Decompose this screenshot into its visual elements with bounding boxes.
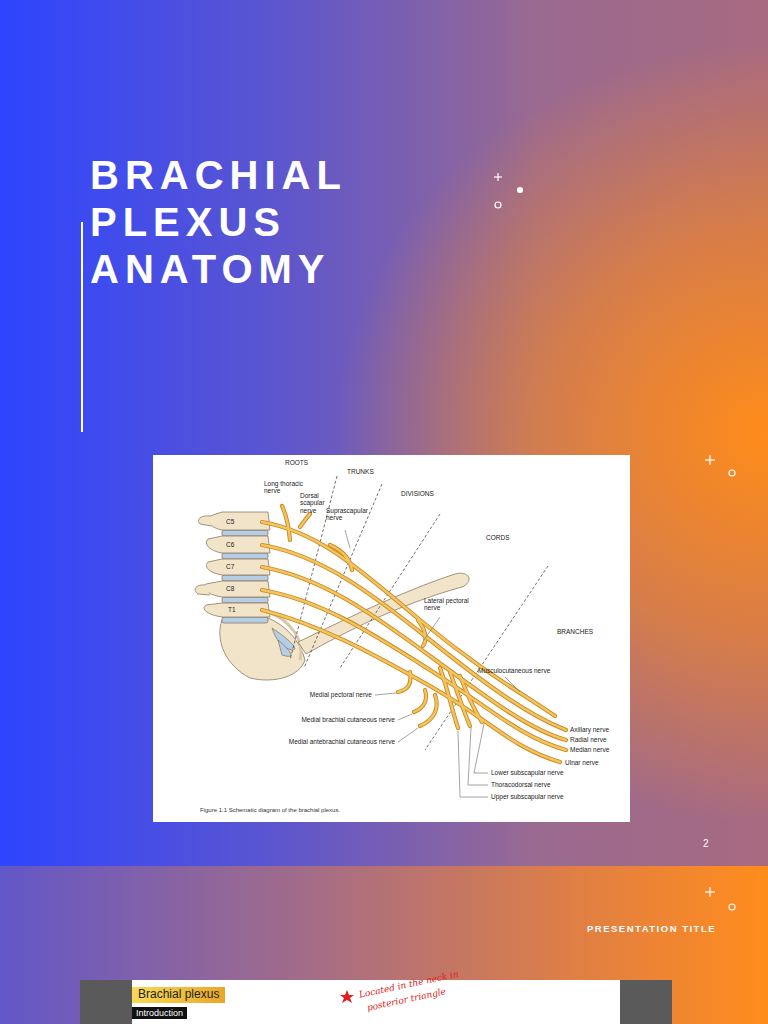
section-label: DIVISIONS bbox=[401, 490, 434, 497]
slide-title: BRACHIAL PLEXUS ANATOMY bbox=[90, 152, 390, 293]
slide-decoration bbox=[518, 188, 523, 193]
nerve-path bbox=[262, 567, 566, 740]
nerve-path bbox=[300, 514, 310, 527]
leader-line bbox=[375, 693, 396, 695]
nerve-label: Lower subscapular nerve bbox=[491, 769, 564, 776]
nerve-label: Medial pectoral nerve bbox=[258, 691, 372, 698]
slide-decoration bbox=[497, 173, 498, 181]
nerve-path bbox=[460, 676, 482, 722]
nerve-path bbox=[440, 668, 458, 728]
photo-panel bbox=[620, 980, 672, 1024]
nerve-path bbox=[262, 506, 566, 762]
vertebral-column bbox=[198, 516, 212, 526]
photo-panel bbox=[80, 980, 132, 1024]
subheading-tag: Introduction bbox=[132, 1007, 187, 1019]
vertebra-label: C5 bbox=[226, 518, 234, 525]
nerve-label: Medial antebrachial cutaneous nerve bbox=[240, 738, 395, 745]
nerve-path bbox=[262, 590, 566, 750]
nerve-path bbox=[262, 545, 566, 730]
nerve-path bbox=[414, 690, 426, 712]
slide-decoration bbox=[729, 470, 735, 476]
nerve-path bbox=[450, 672, 470, 726]
leader-line bbox=[458, 731, 488, 797]
vertebral-column bbox=[222, 575, 268, 581]
footer-title: PRESENTATION TITLE bbox=[587, 924, 716, 935]
nerve-path bbox=[262, 522, 555, 716]
page-number: 2 bbox=[703, 838, 709, 850]
leader-line bbox=[398, 714, 412, 720]
nerve-label: Dorsal scapular nerve bbox=[300, 492, 330, 514]
leader-line bbox=[345, 530, 350, 548]
nerve-label: Medial brachial cutaneous nerve bbox=[250, 716, 395, 723]
nerve-label: Axillary nerve bbox=[570, 726, 609, 733]
vertebra-label: T1 bbox=[228, 606, 236, 613]
slide-decoration bbox=[495, 202, 501, 208]
nerve-path bbox=[262, 506, 566, 762]
nerve-label: Median nerve bbox=[570, 746, 609, 753]
leader-line bbox=[345, 530, 520, 797]
leader-line bbox=[505, 677, 520, 692]
section-label: CORDS bbox=[486, 534, 509, 541]
nerve-path bbox=[262, 506, 566, 762]
figure-caption: Figure 1.1 Schematic diagram of the brac… bbox=[200, 807, 340, 813]
slide-decoration bbox=[729, 904, 735, 910]
nerve-path bbox=[262, 567, 566, 740]
nerve-path bbox=[282, 506, 290, 540]
nerve-label: Ulnar nerve bbox=[565, 759, 599, 766]
vertebral-column bbox=[222, 530, 268, 536]
nerve-label: Upper subscapular nerve bbox=[491, 793, 564, 800]
vertebral-column bbox=[204, 581, 270, 597]
nerve-path bbox=[398, 672, 411, 692]
nerve-path bbox=[262, 522, 555, 716]
slide-decoration bbox=[81, 222, 83, 432]
nerve-path bbox=[414, 690, 426, 712]
vertebra-label: C6 bbox=[226, 541, 234, 548]
vertebral-column bbox=[222, 617, 268, 623]
section-label: TRUNKS bbox=[347, 468, 374, 475]
vertebral-column bbox=[195, 585, 210, 595]
slide-decoration bbox=[709, 887, 710, 897]
leader-line bbox=[474, 724, 488, 773]
nerve-path bbox=[418, 620, 425, 646]
vertebral-column bbox=[222, 597, 268, 603]
slide-decoration bbox=[709, 455, 710, 465]
vertebra-label: C7 bbox=[226, 563, 234, 570]
nerve-label: Musculocutaneous nerve bbox=[478, 667, 550, 674]
section-label: ROOTS bbox=[285, 459, 308, 466]
nerve-label: Thoracodorsal nerve bbox=[491, 781, 551, 788]
nerve-path bbox=[440, 668, 458, 728]
nerve-label: Radial nerve bbox=[570, 736, 607, 743]
photo-panel bbox=[340, 990, 354, 1003]
vertebral-column bbox=[222, 553, 268, 559]
nerve-path bbox=[282, 506, 290, 540]
nerve-path bbox=[300, 514, 310, 527]
vertebra-label: C8 bbox=[226, 585, 234, 592]
nerve-path bbox=[460, 676, 482, 722]
nerve-path bbox=[262, 545, 566, 730]
leader-line bbox=[468, 728, 488, 785]
nerve-label: Suprascapular nerve bbox=[326, 507, 372, 522]
nerve-path bbox=[330, 545, 352, 570]
heading-tag: Brachial plexus bbox=[132, 987, 225, 1003]
leader-line bbox=[398, 728, 418, 742]
nerve-label: Lateral pectoral nerve bbox=[424, 597, 470, 612]
nerve-path bbox=[420, 695, 437, 726]
section-label: BRANCHES bbox=[557, 628, 593, 635]
nerve-path bbox=[420, 695, 437, 726]
leader-line bbox=[424, 617, 440, 640]
vertebral-column bbox=[278, 640, 291, 656]
figure-panel bbox=[153, 455, 630, 822]
